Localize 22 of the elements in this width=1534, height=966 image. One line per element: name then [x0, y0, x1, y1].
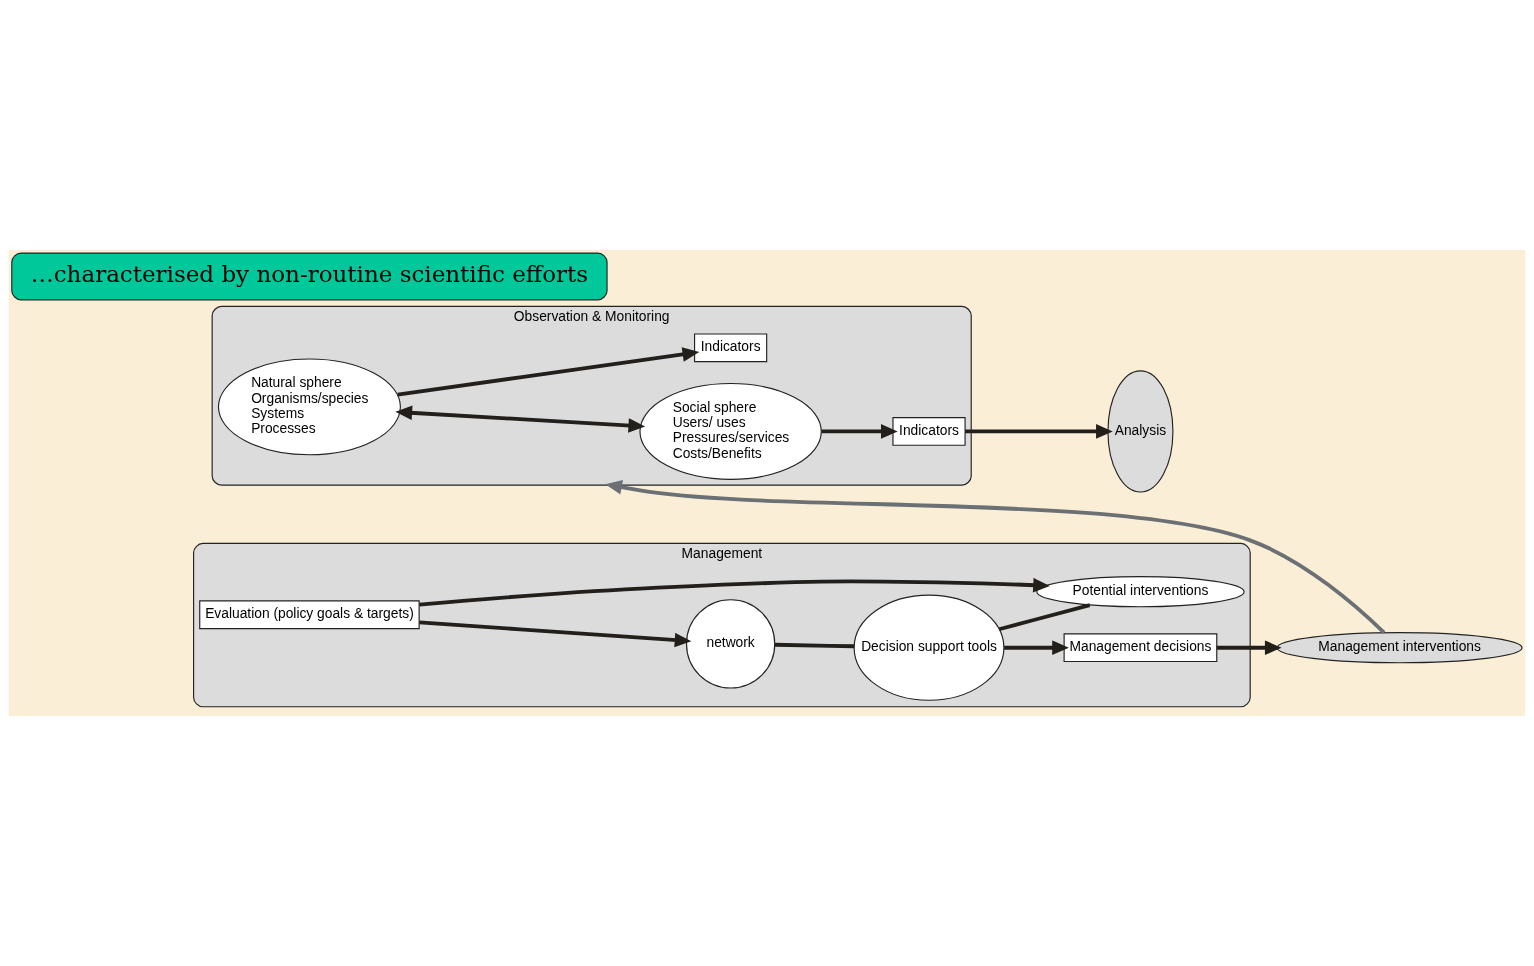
node-circle: network	[685, 599, 776, 689]
arrow	[605, 480, 1386, 634]
node-ellipse: Management interventions	[1276, 632, 1523, 664]
arrow	[821, 424, 898, 439]
arrow	[419, 620, 692, 648]
connector	[774, 642, 855, 649]
node-box: Evaluation (policy goals & targets)	[199, 600, 420, 630]
arrow	[1216, 640, 1282, 656]
node-ellipse: Social sphere Users/ uses Pressures/services Costs/Benefits	[639, 382, 822, 480]
node-ellipse: Potential interventions	[1036, 576, 1245, 608]
node-box: Indicators	[694, 333, 768, 363]
node-ellipse: Analysis	[1107, 370, 1174, 493]
arrow	[395, 405, 646, 433]
node-ellipse: Natural sphere Organisms/species Systems Processes	[217, 358, 401, 456]
node-box: Management decisions	[1063, 633, 1218, 663]
arrow	[419, 577, 1050, 607]
arrow	[1004, 640, 1069, 656]
node-ellipse: Decision support tools	[853, 594, 1005, 701]
arrow	[965, 424, 1113, 439]
node-box: …characterised by non-routine scientific efforts	[11, 252, 608, 301]
node-box: Indicators	[892, 417, 966, 446]
arrow	[397, 347, 700, 397]
